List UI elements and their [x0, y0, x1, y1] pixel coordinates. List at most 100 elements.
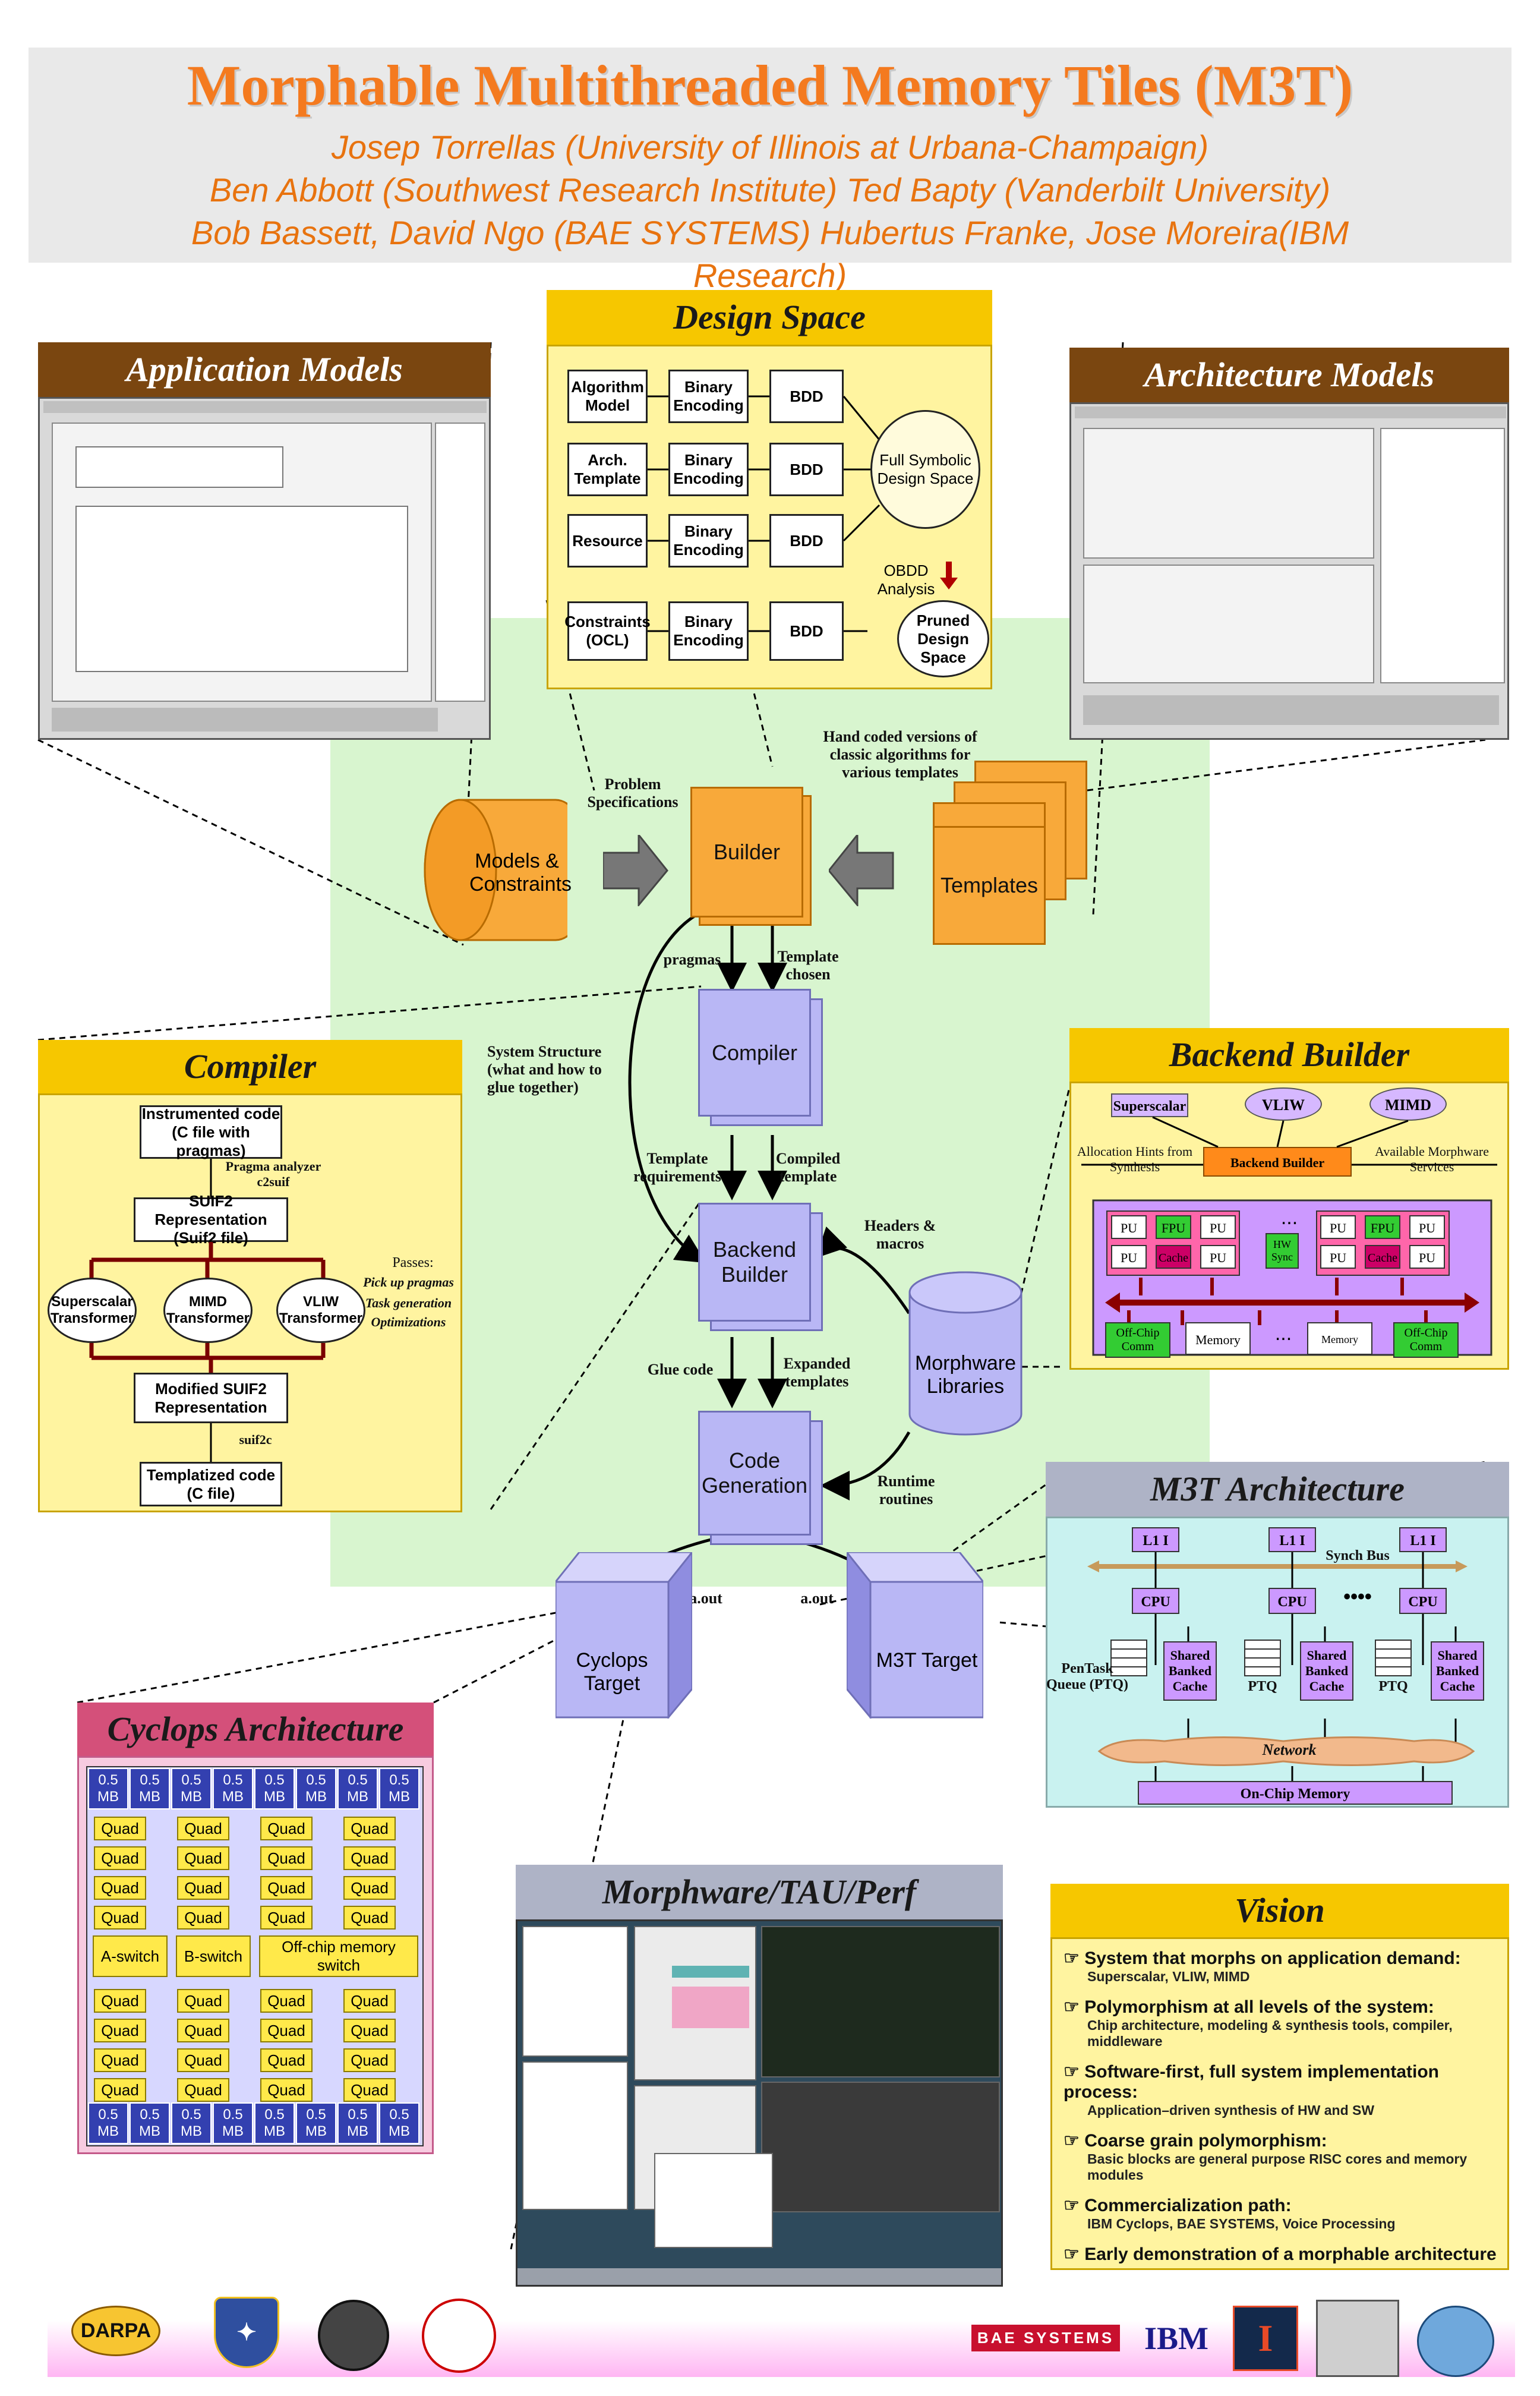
shared-cache-3: Shared Banked Cache	[1431, 1641, 1484, 1701]
compiler-panel-title: Compiler	[38, 1040, 462, 1093]
template-requirements-label: Template requirements	[633, 1150, 721, 1185]
quad-cell: Quad	[343, 1876, 396, 1900]
mb-cell: 0.5 MB	[171, 1768, 212, 1809]
suif2c-label: suif2c	[239, 1432, 272, 1447]
binary-encoding-box-1: Binary Encoding	[668, 370, 749, 423]
m3t-target-cube	[847, 1552, 983, 1719]
mb-cell: 0.5 MB	[296, 1768, 336, 1809]
resource-box: Resource	[567, 514, 648, 568]
bdd-box-3: BDD	[769, 514, 844, 568]
binary-encoding-box-3: Binary Encoding	[668, 514, 749, 568]
vision-panel	[1050, 1937, 1509, 2270]
quad-cell: Quad	[343, 1846, 396, 1870]
builder-box: Builder	[690, 787, 803, 918]
code-generation-box: Code Generation	[698, 1411, 811, 1536]
pass-optimizations: Optimizations	[371, 1314, 446, 1329]
shared-cache-1: Shared Banked Cache	[1163, 1641, 1217, 1701]
pass-pick-up-pragmas: Pick up pragmas	[363, 1275, 454, 1290]
vision-item-3: ☞ Software-first, full system implementa…	[1064, 2062, 1440, 2118]
models-constraints-label: Models & Constraints	[469, 850, 572, 896]
quad-cell: Quad	[343, 1989, 396, 2013]
system-structure-label: System Structure (what and how to glue t…	[487, 1043, 602, 1096]
quad-cell: Quad	[260, 1906, 313, 1930]
mdt-logo	[318, 2300, 389, 2371]
cyclops-target-label: Cyclops Target	[576, 1649, 648, 1695]
architecture-models-title: Architecture Models	[1069, 348, 1509, 402]
pu-5: PU	[1320, 1215, 1356, 1239]
quad-cell: Quad	[177, 2019, 229, 2042]
cpu-2: CPU	[1268, 1588, 1316, 1614]
pca-logo	[422, 2299, 496, 2373]
problem-specifications-label: Problem Specifications	[587, 775, 679, 811]
mb-cell: 0.5 MB	[337, 1768, 378, 1809]
quad-cell: Quad	[343, 1817, 396, 1840]
bullet-hand-icon: ☞	[1064, 1949, 1085, 1968]
allocation-hints-label: Allocation Hints from Synthesis	[1077, 1144, 1193, 1174]
darpa-logo: DARPA	[71, 2306, 160, 2356]
ptq-label-2: PTQ	[1248, 1679, 1277, 1694]
constraints-ocl-box: Constraints (OCL)	[564, 601, 651, 661]
backend-dots-top: ...	[1280, 1206, 1298, 1229]
morphware-libraries-label: Morphware Libraries	[914, 1352, 1017, 1398]
templatized-code-box: Templatized code (C file)	[140, 1462, 282, 1506]
quad-cell: Quad	[343, 2048, 396, 2072]
pragmas-label: pragmas	[663, 951, 721, 968]
quad-cell: Quad	[94, 1906, 146, 1930]
synch-bus-label: Synch Bus	[1326, 1548, 1390, 1563]
mb-cell: 0.5 MB	[213, 1768, 253, 1809]
pu-8: PU	[1409, 1245, 1445, 1269]
templates-box: Templates	[933, 826, 1046, 945]
mimd-transformer-node: MIMD Transformer	[163, 1278, 253, 1343]
b-switch: B-switch	[176, 1935, 251, 1977]
quad-cell: Quad	[343, 2078, 396, 2102]
bullet-hand-icon: ☞	[1064, 2062, 1085, 2082]
author-line-3: Bob Bassett, David Ngo (BAE SYSTEMS) Hub…	[191, 214, 1349, 251]
mb-cell: 0.5 MB	[379, 2102, 419, 2144]
quad-cell: Quad	[177, 1817, 229, 1840]
available-services-label: Available Morphware Services	[1374, 1144, 1489, 1174]
quad-cell: Quad	[177, 1876, 229, 1900]
illinois-logo: I	[1233, 2306, 1298, 2371]
quad-cell: Quad	[260, 1876, 313, 1900]
aout-label-1: a.out	[689, 1590, 722, 1607]
bullet-hand-icon: ☞	[1064, 2196, 1085, 2215]
compiler-box: Compiler	[698, 989, 811, 1117]
cyclops-architecture-title: Cyclops Architecture	[77, 1703, 434, 1756]
memory-1: Memory	[1185, 1322, 1251, 1355]
quad-cell: Quad	[94, 2078, 146, 2102]
bae-systems-logo: BAE SYSTEMS	[971, 2325, 1120, 2351]
pass-task-generation: Task generation	[365, 1295, 452, 1310]
pu-3: PU	[1111, 1245, 1147, 1269]
cyclops-target-cube	[556, 1552, 692, 1719]
hand-coded-label: Hand coded versions of classic algorithm…	[823, 728, 977, 781]
author-line-4: Research)	[693, 257, 847, 294]
passes-head-label: Passes:	[392, 1255, 434, 1270]
fpu-2: FPU	[1365, 1215, 1400, 1239]
vision-item-6: ☞ Early demonstration of a morphable arc…	[1064, 2244, 1497, 2264]
quad-cell: Quad	[343, 1906, 396, 1930]
instrumented-code-box: Instrumented code (C file with pragmas)	[140, 1105, 282, 1159]
morphware-libraries-cylinder	[908, 1271, 1023, 1436]
expanded-templates-label: Expanded templates	[783, 1355, 851, 1390]
cpu-3: CPU	[1399, 1588, 1447, 1614]
author-line-1: Josep Torrellas (University of Illinois …	[331, 128, 1209, 166]
quad-cell: Quad	[94, 2048, 146, 2072]
superscalar-transformer-node: Superscalar Transformer	[48, 1278, 137, 1343]
glue-code-label: Glue code	[647, 1361, 714, 1378]
cpu-1: CPU	[1132, 1588, 1179, 1614]
quad-cell: Quad	[260, 1817, 313, 1840]
author-line-2: Ben Abbott (Southwest Research Institute…	[209, 171, 1331, 209]
network-label: Network	[1262, 1741, 1317, 1758]
mb-cell: 0.5 MB	[213, 2102, 253, 2144]
shared-cache-2: Shared Banked Cache	[1300, 1641, 1353, 1701]
bullet-hand-icon: ☞	[1064, 1997, 1085, 2017]
quad-cell: Quad	[94, 1989, 146, 2013]
mb-cell: 0.5 MB	[379, 1768, 419, 1809]
l1-1: L1 I	[1132, 1527, 1179, 1552]
ibm-logo: IBM	[1144, 2321, 1208, 2356]
mb-cell: 0.5 MB	[296, 2102, 336, 2144]
offchip-comm-right: Off-Chip Comm	[1393, 1322, 1459, 1358]
page-title: Morphable Multithreaded Memory Tiles (M3…	[187, 53, 1353, 117]
header-banner	[29, 48, 1511, 263]
quad-cell: Quad	[260, 1989, 313, 2013]
